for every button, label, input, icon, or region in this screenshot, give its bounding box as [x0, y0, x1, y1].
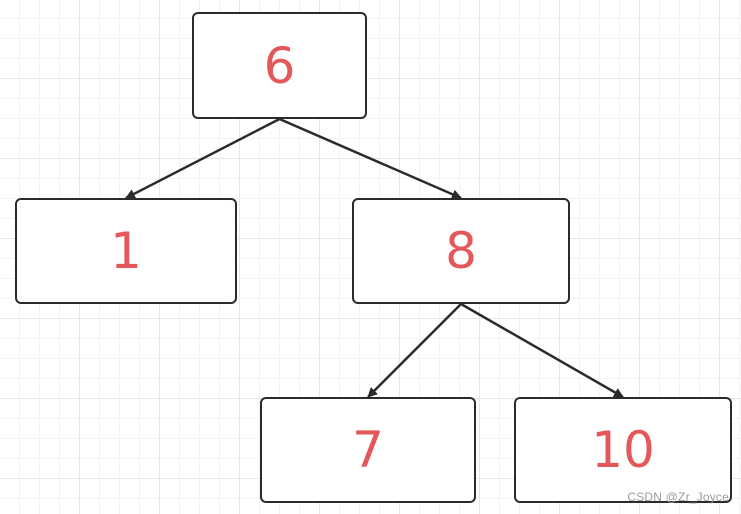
edge-n8-n10 — [460, 302, 624, 399]
node-label: 10 — [591, 421, 655, 479]
node-label: 8 — [445, 222, 477, 280]
tree-node-10[interactable]: 10 — [514, 397, 732, 503]
tree-node-6[interactable]: 6 — [192, 12, 367, 119]
tree-node-7[interactable]: 7 — [260, 397, 476, 503]
node-label: 1 — [110, 222, 142, 280]
edge-n6-n1 — [125, 117, 281, 200]
tree-node-1[interactable]: 1 — [15, 198, 237, 304]
watermark: CSDN @Zr_Joyce — [627, 490, 729, 504]
node-label: 7 — [352, 421, 384, 479]
edge-n8-n7 — [367, 303, 462, 398]
edge-n6-n8 — [279, 117, 462, 200]
node-label: 6 — [263, 36, 296, 95]
tree-node-8[interactable]: 8 — [352, 198, 570, 304]
